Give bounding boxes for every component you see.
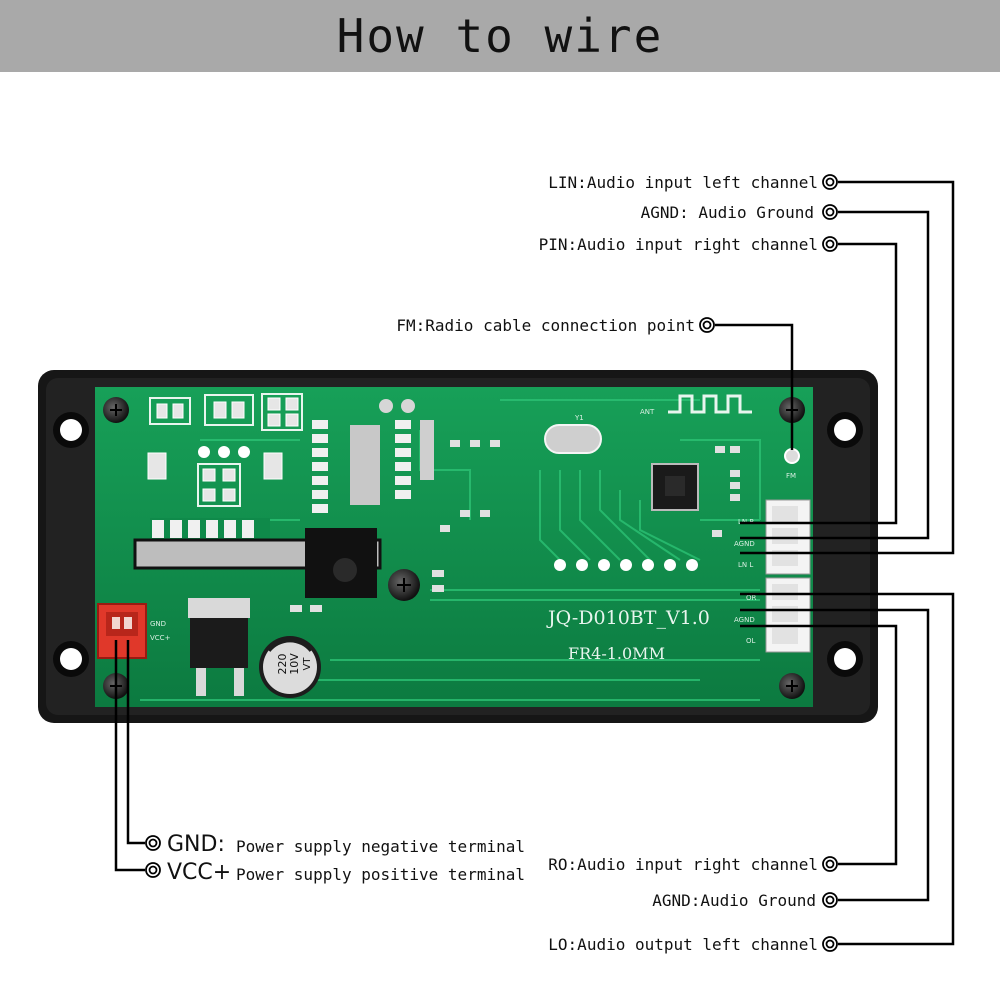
agnd-in-pin-label: AGND	[734, 540, 755, 548]
terminal-icon	[822, 936, 838, 952]
terminal-icons	[145, 174, 838, 952]
pcb-antenna	[668, 394, 752, 414]
resistor-array	[312, 420, 434, 513]
terminal-icon	[822, 856, 838, 872]
title-bar: How to wire	[0, 0, 1000, 72]
terminal-icon	[822, 236, 838, 252]
power-connector: GND VCC+	[97, 603, 171, 659]
lnl-pin-label: LN L	[738, 561, 753, 569]
terminal-icon	[822, 204, 838, 220]
terminal-icon	[145, 862, 161, 878]
label-lin: LIN:Audio input left channel	[548, 173, 818, 192]
label-pin: PIN:Audio input right channel	[539, 235, 818, 254]
capacitor-value: 220	[276, 654, 289, 675]
main-ic-chip	[651, 463, 699, 511]
fm-pad-label: FM	[786, 472, 796, 480]
terminal-icon	[145, 835, 161, 851]
label-agnd-bottom: AGND:Audio Ground	[652, 891, 816, 910]
screw-icon	[779, 673, 805, 699]
capacitor-code: VT	[302, 657, 313, 671]
or-pin-label: OR	[746, 594, 757, 602]
label-vcc-desc: Power supply positive terminal	[236, 865, 525, 884]
label-ro: RO:Audio input right channel	[548, 855, 818, 874]
wire-agnd-bottom	[740, 608, 930, 902]
wire-fm	[715, 323, 794, 450]
crystal-label: Y1	[574, 414, 584, 422]
gnd-pin-label: GND	[150, 620, 166, 628]
smd-pads	[147, 393, 303, 507]
wire-gnd	[126, 640, 145, 845]
crystal-oscillator: Y1	[544, 414, 602, 454]
wire-vcc	[114, 640, 145, 872]
page-title: How to wire	[336, 9, 664, 63]
screw-icon	[103, 397, 129, 423]
label-lo: LO:Audio output left channel	[548, 935, 818, 954]
board-material-text: FR4-1.0MM	[568, 644, 665, 663]
wires	[114, 180, 955, 946]
board-model-text: JQ-D010BT_V1.0	[546, 607, 710, 629]
capacitor-voltage: 10V	[288, 653, 301, 675]
vcc-pin-label: VCC+	[150, 634, 171, 642]
screw-icon	[388, 569, 420, 601]
audio-output-connector: OR AGND OL	[734, 577, 811, 653]
terminal-icon	[822, 174, 838, 190]
wire-lo	[740, 592, 955, 946]
terminal-icon	[699, 317, 715, 333]
voltage-regulator	[188, 598, 250, 696]
label-vcc: VCC+	[167, 860, 231, 885]
antenna-label: ANT	[640, 408, 655, 416]
wire-agnd-top	[740, 210, 930, 540]
label-gnd-desc: Power supply negative terminal	[236, 837, 525, 856]
label-agnd-top: AGND: Audio Ground	[641, 203, 814, 222]
agnd-out-pin-label: AGND	[734, 616, 755, 624]
wire-ro	[740, 624, 898, 866]
ol-pin-label: OL	[746, 637, 756, 645]
wire-lin	[740, 180, 955, 555]
card-slot	[133, 518, 382, 598]
electrolytic-capacitor: 220 10V VT	[259, 636, 321, 698]
wire-pin	[740, 242, 898, 525]
label-gnd: GND:	[167, 832, 225, 857]
fm-pad	[784, 448, 800, 464]
terminal-icon	[822, 892, 838, 908]
label-fm: FM:Radio cable connection point	[396, 316, 695, 335]
